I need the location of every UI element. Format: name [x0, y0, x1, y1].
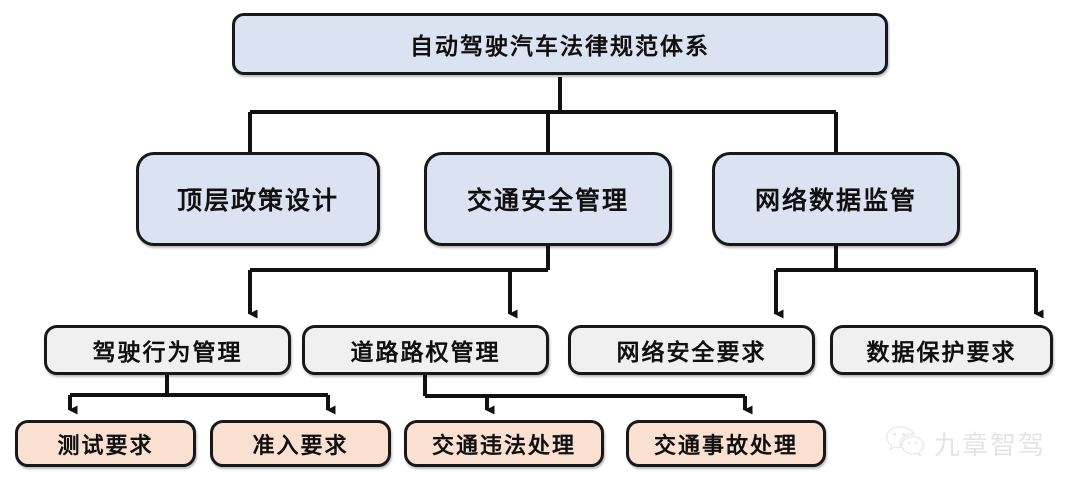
node-traffic-violation-handling[interactable]: 交通违法处理 [404, 420, 604, 467]
node-data-protection-requirements[interactable]: 数据保护要求 [830, 325, 1053, 375]
driving-behavior-to-level4-connector [68, 375, 336, 415]
node-traffic-accident-handling[interactable]: 交通事故处理 [626, 420, 826, 467]
traffic-safety-to-level3-connector [248, 246, 550, 319]
node-top-level-policy-design[interactable]: 顶层政策设计 [136, 152, 380, 246]
node-network-data-supervision[interactable]: 网络数据监管 [712, 152, 960, 246]
wechat-icon [886, 425, 926, 462]
road-right-to-level4-connector [423, 375, 753, 415]
network-data-to-level3-connector [774, 246, 1044, 319]
root-to-level2-connector [248, 77, 838, 152]
node-test-requirements[interactable]: 测试要求 [15, 420, 196, 467]
watermark-text: 九章智驾 [934, 430, 1047, 460]
watermark: 九章智驾 [886, 425, 1046, 462]
node-road-right-of-way-management[interactable]: 道路路权管理 [302, 325, 549, 375]
node-access-requirements[interactable]: 准入要求 [210, 420, 391, 467]
node-root[interactable]: 自动驾驶汽车法律规范体系 [232, 13, 888, 75]
node-network-security-requirements[interactable]: 网络安全要求 [568, 325, 815, 375]
node-traffic-safety-management[interactable]: 交通安全管理 [424, 152, 672, 246]
node-driving-behavior-management[interactable]: 驾驶行为管理 [44, 325, 291, 375]
